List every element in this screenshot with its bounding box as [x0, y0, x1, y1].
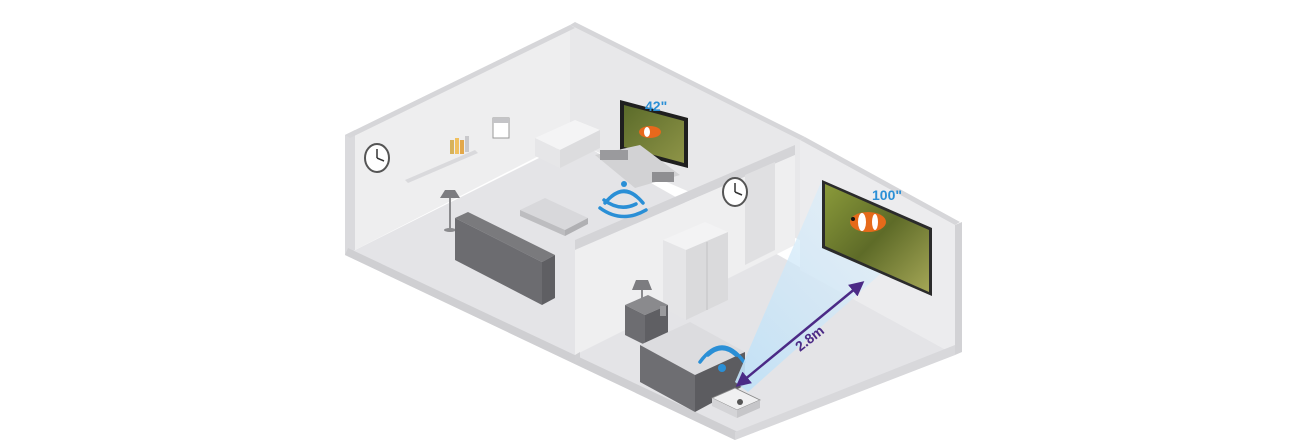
left-outer-wall	[345, 130, 355, 255]
front-wall	[345, 248, 738, 440]
floor-divider	[575, 352, 580, 362]
wall-clock-icon-2	[722, 177, 748, 207]
tv-size-label: 42"	[645, 98, 667, 114]
right-wall-top	[800, 137, 960, 225]
floor-lamp-icon	[440, 190, 460, 232]
projection-screen	[822, 180, 932, 296]
front-right-wall	[735, 345, 955, 440]
side-wall-top	[570, 22, 805, 140]
right-outer-wall	[955, 222, 962, 355]
projection-size-label: 100"	[872, 187, 902, 203]
wifi-icon	[598, 181, 648, 219]
door-opening	[745, 162, 775, 265]
sideboard	[535, 120, 600, 168]
bed-icon	[640, 322, 745, 412]
wall-clock-icon	[364, 143, 390, 173]
bookshelf	[405, 136, 478, 183]
coffee-table	[520, 198, 588, 236]
distance-arrow	[735, 281, 865, 387]
partition-wall	[575, 145, 795, 250]
calendar-icon	[492, 117, 510, 139]
projector-icon	[711, 387, 761, 418]
wardrobe-icon	[663, 222, 728, 320]
back-wall-top	[345, 25, 575, 138]
sofa-icon	[455, 212, 555, 305]
speaker-icon	[660, 306, 666, 316]
tv-stand	[595, 145, 680, 188]
